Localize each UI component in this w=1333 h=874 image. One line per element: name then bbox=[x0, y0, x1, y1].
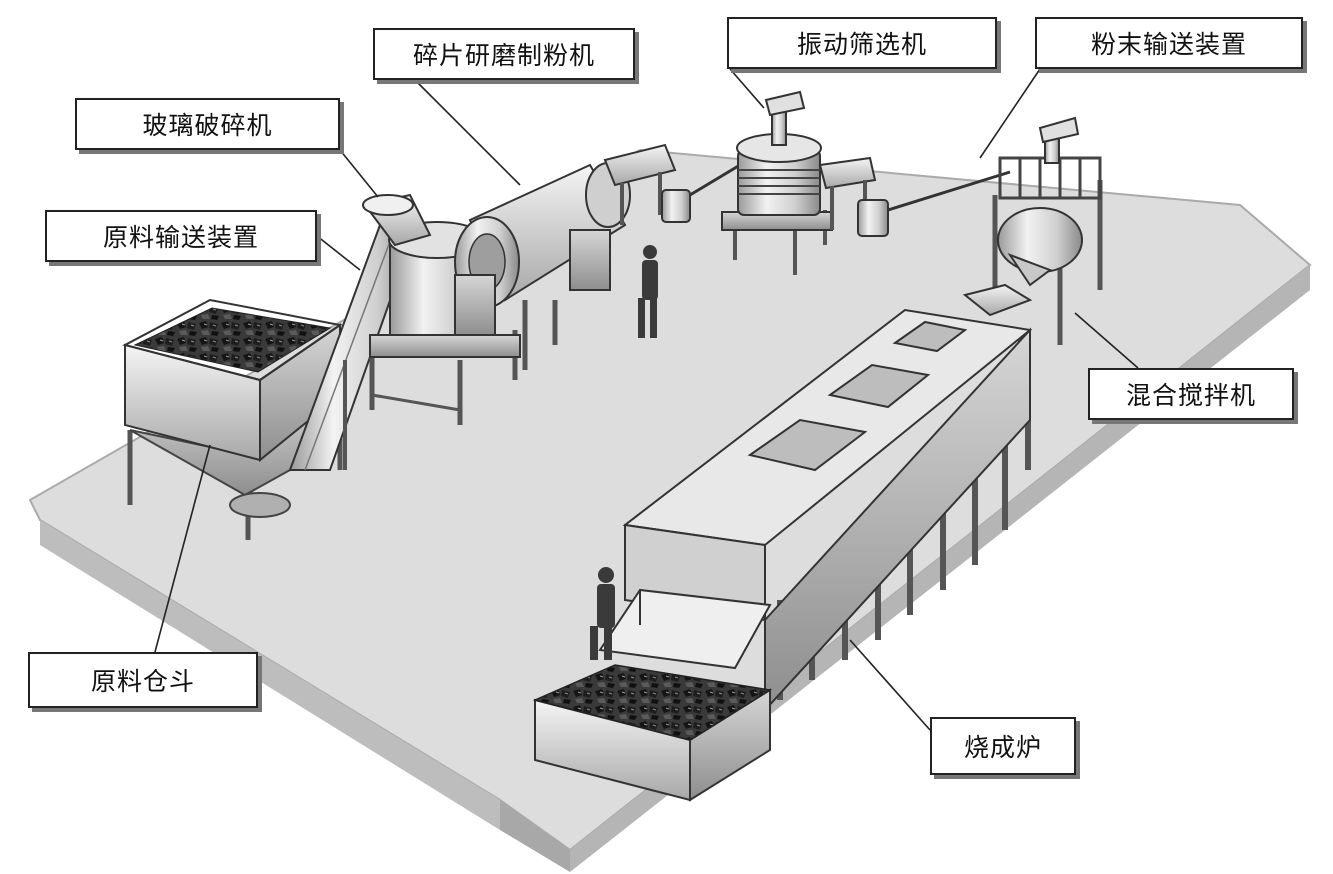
leader-raw-hopper bbox=[154, 444, 211, 653]
feeder-right bbox=[818, 156, 1011, 237]
label-vibrating-screener: 振动筛选机 bbox=[727, 17, 997, 69]
leader-mixer bbox=[1074, 312, 1139, 369]
label-raw-conveyor: 原料输送装置 bbox=[45, 210, 317, 262]
label-grinder: 碎片研磨制粉机 bbox=[373, 28, 635, 80]
label-glass-crusher: 玻璃破碎机 bbox=[75, 98, 340, 150]
worker-figure bbox=[638, 245, 658, 338]
vibrating-screener bbox=[721, 90, 833, 275]
leader-lines bbox=[154, 68, 1139, 731]
leader-screener bbox=[729, 68, 765, 109]
grinder bbox=[454, 162, 631, 370]
output-bin bbox=[532, 664, 773, 802]
label-kiln: 烧成炉 bbox=[930, 717, 1076, 775]
label-raw-hopper: 原料仓斗 bbox=[28, 652, 258, 708]
leader-powder-conveyor bbox=[979, 68, 1041, 159]
leader-kiln bbox=[849, 639, 931, 731]
worker-figure bbox=[590, 567, 615, 660]
feeder-left bbox=[603, 143, 741, 225]
leader-raw-conveyor bbox=[316, 235, 361, 271]
kiln bbox=[598, 308, 1033, 713]
label-powder-conveyor: 粉末输送装置 bbox=[1035, 17, 1303, 69]
raw-hopper bbox=[122, 298, 343, 540]
leader-grinder bbox=[414, 79, 521, 186]
label-mixer: 混合搅拌机 bbox=[1088, 368, 1294, 420]
mixer-unit bbox=[962, 116, 1103, 360]
leader-glass-crusher bbox=[339, 149, 379, 198]
raw-conveyor bbox=[288, 223, 417, 471]
